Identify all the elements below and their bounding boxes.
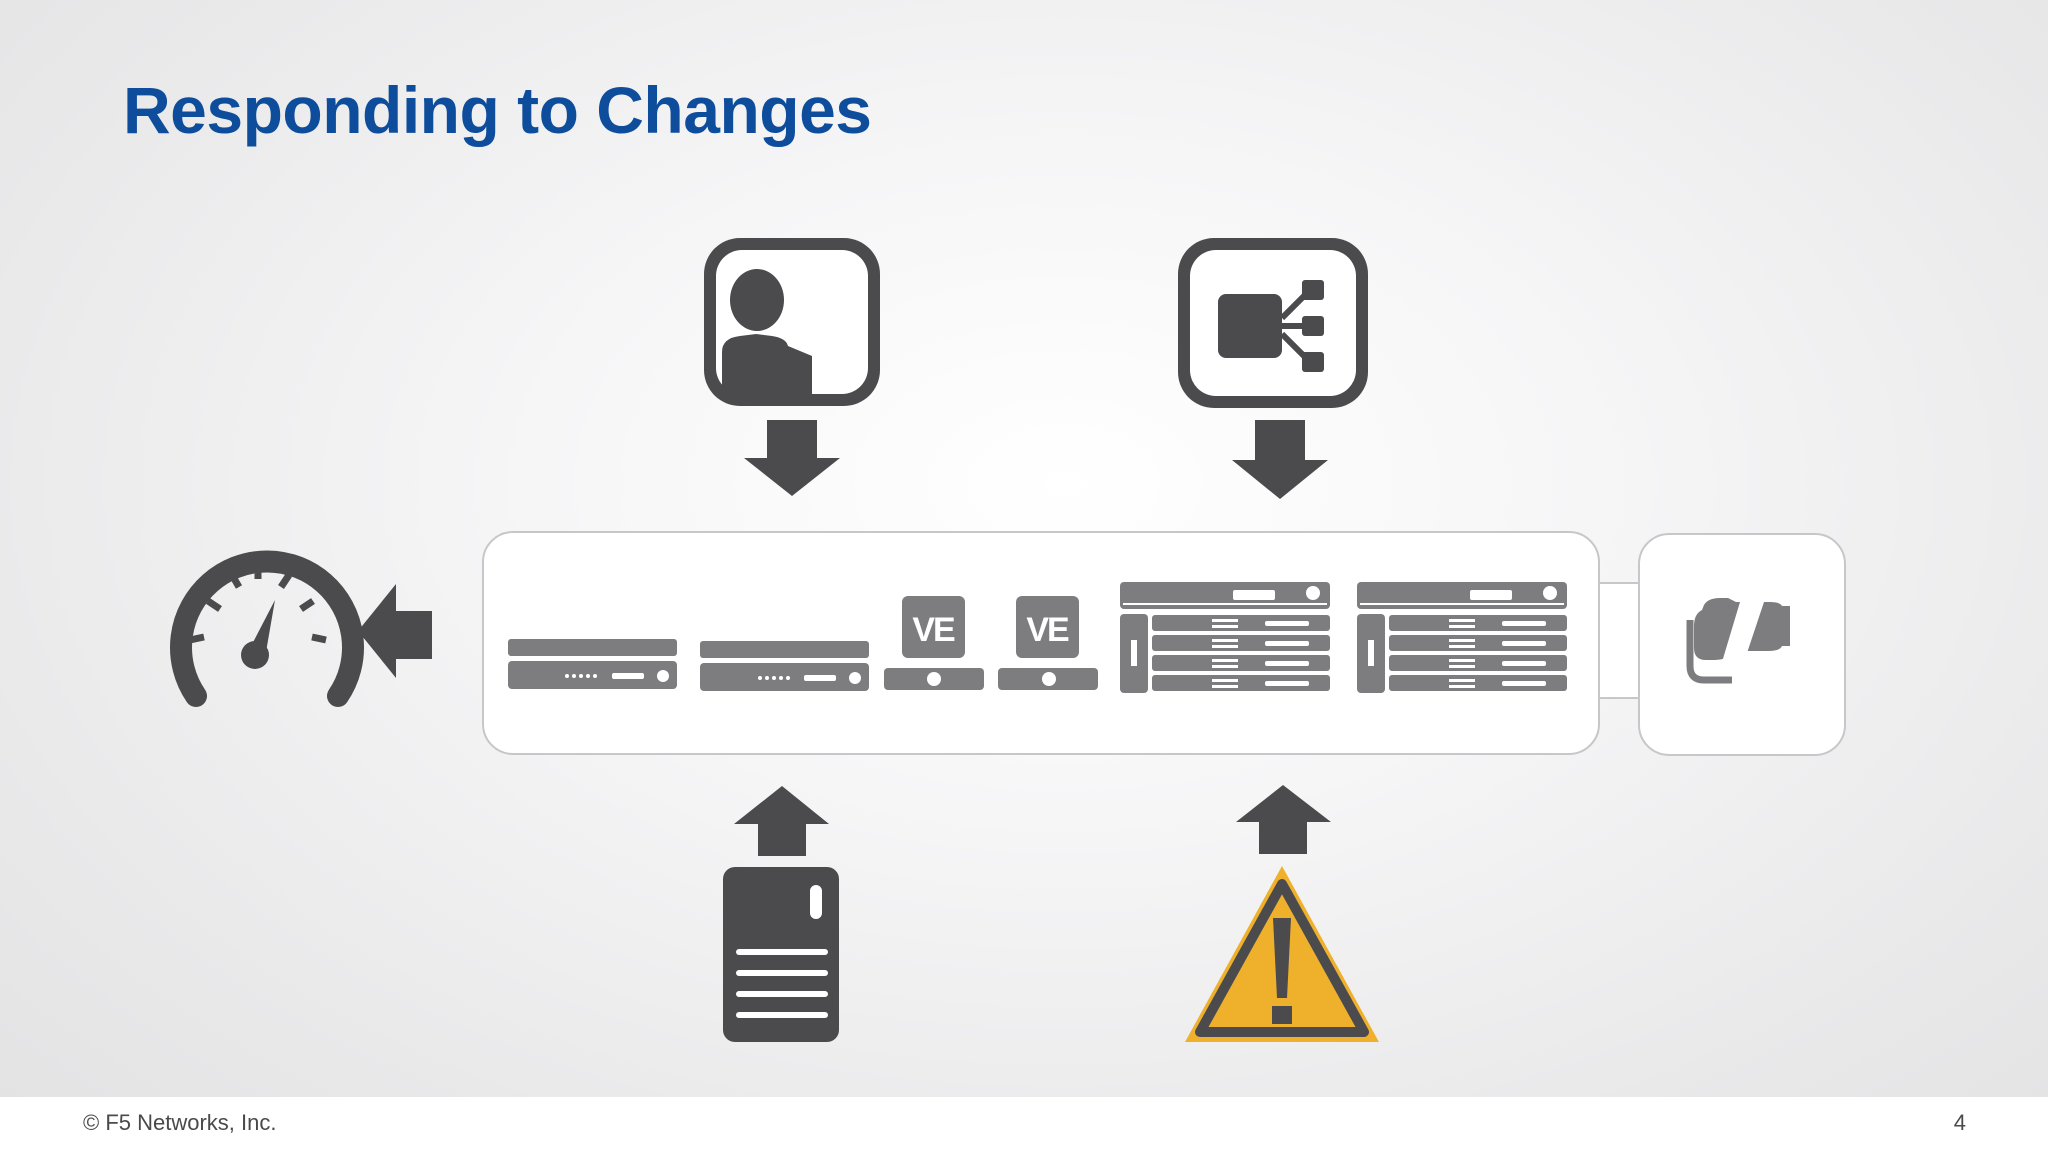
diagram: VE VE: [170, 238, 1846, 1042]
arrow-down-icon: [744, 420, 840, 496]
arrow-up-icon: [1236, 785, 1331, 854]
page-number: 4: [1953, 1110, 1966, 1135]
arrow-left-icon: [358, 584, 432, 678]
appliance-device: [508, 639, 677, 689]
cloud-icon: [1638, 533, 1846, 756]
ve-label: VE: [912, 611, 955, 649]
warning-icon: [1185, 866, 1379, 1042]
chassis-device: [1357, 582, 1567, 693]
appliance-device: [700, 641, 869, 691]
user-icon: [704, 238, 880, 406]
server-icon: [723, 867, 839, 1042]
connector: [1598, 582, 1640, 699]
copyright-text: © F5 Networks, Inc.: [83, 1110, 277, 1135]
speedometer-icon: [170, 550, 364, 707]
slide-title: Responding to Changes: [123, 73, 872, 147]
chassis-device: [1120, 582, 1330, 693]
arrow-down-icon: [1232, 420, 1328, 499]
footer: © F5 Networks, Inc. 4: [0, 1097, 2048, 1152]
virtual-edition-device: VE: [884, 596, 984, 690]
services-icon: [1178, 238, 1368, 408]
ve-label: VE: [1026, 611, 1069, 649]
arrow-up-icon: [734, 786, 829, 856]
virtual-edition-device: VE: [998, 596, 1098, 690]
